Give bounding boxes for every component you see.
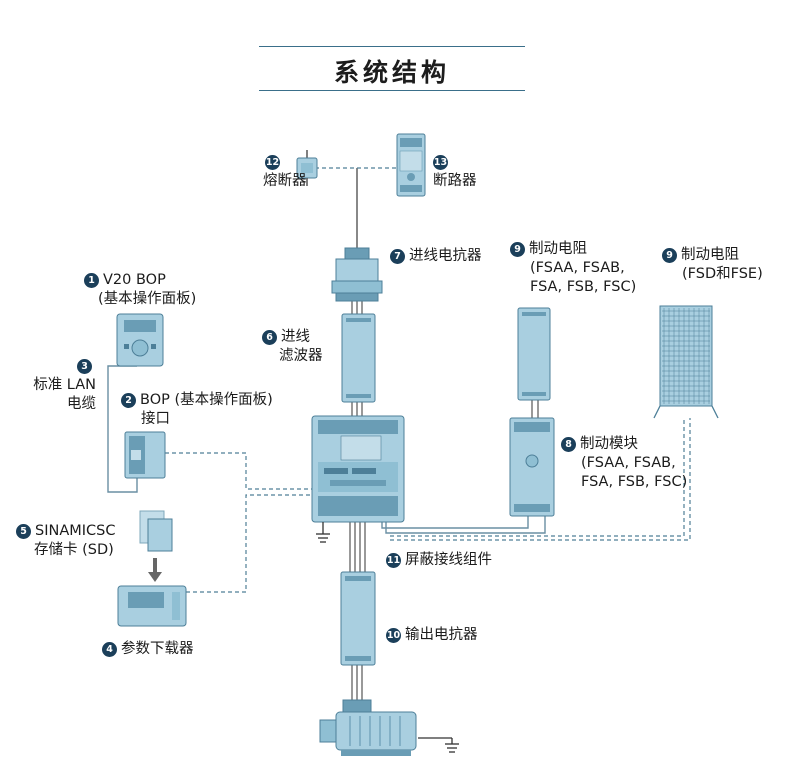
label-5-sd-card: 5 SINAMICSC 存储卡 (SD): [16, 522, 116, 560]
label-11-text: 屏蔽接线组件: [405, 552, 492, 568]
loader-dashed-link: [186, 494, 312, 593]
badge-12: 12: [265, 155, 280, 170]
circuit-breaker-icon: [396, 133, 426, 197]
badge-2: 2: [121, 393, 136, 408]
motor-icon: [319, 699, 417, 756]
connection-wires: [107, 167, 691, 702]
badge-13: 13: [433, 155, 448, 170]
label-9b-braking-resistor: 9 制动电阻 (FSD和FSE): [662, 246, 763, 284]
label-1-v20-bop: 1 V20 BOP (基本操作面板): [84, 271, 196, 309]
line-filter-icon: [341, 313, 376, 403]
label-12-fuse: 12 熔断器: [263, 153, 307, 191]
label-6-line1: 进线: [281, 329, 310, 345]
grid-resistor-dashed-link: [390, 418, 685, 537]
label-8-line3: FSA, FSB, FSC): [581, 474, 688, 490]
title-block: 系统结构: [259, 46, 525, 91]
bop-interface-icon: [124, 431, 166, 479]
braking-resistor-grid-icon: [653, 305, 719, 419]
power-cable-in: [351, 300, 363, 416]
label-6-line-filter: 6 进线 滤波器: [262, 328, 323, 366]
lan-cable: [107, 365, 138, 493]
label-3-line1: 标准 LAN: [33, 377, 96, 393]
badge-1: 1: [84, 273, 99, 288]
label-2-line2: 接口: [141, 411, 170, 427]
badge-3: 3: [77, 359, 92, 374]
badge-8: 8: [561, 437, 576, 452]
badge-5: 5: [16, 524, 31, 539]
sd-card-icon: [139, 510, 173, 552]
inverter-icon: [311, 415, 405, 523]
label-9b-line2: (FSD和FSE): [682, 266, 763, 282]
label-12-text: 熔断器: [263, 173, 307, 189]
motor-ground-icon: [418, 737, 459, 753]
ground-icon: [316, 522, 330, 543]
badge-11: 11: [386, 553, 401, 568]
label-9a-line2: (FSAA, FSAB,: [530, 260, 625, 276]
page-title: 系统结构: [333, 58, 450, 87]
badge-6: 6: [262, 330, 277, 345]
label-13-text: 断路器: [433, 173, 477, 189]
label-6-line2: 滤波器: [279, 348, 323, 364]
label-9b-line1: 制动电阻: [681, 247, 739, 263]
label-13-breaker: 13 断路器: [433, 153, 477, 191]
parameter-loader-icon: [117, 585, 187, 627]
badge-4: 4: [102, 642, 117, 657]
label-8-braking-module: 8 制动模块 (FSAA, FSAB, FSA, FSB, FSC): [561, 435, 687, 492]
label-7-line-reactor: 7 进线电抗器: [390, 247, 482, 266]
label-2-line1: BOP (基本操作面板): [140, 392, 273, 408]
label-10-output-reactor: 10 输出电抗器: [386, 626, 478, 645]
label-1-line2: (基本操作面板): [98, 291, 197, 307]
badge-7: 7: [390, 249, 405, 264]
line-reactor-icon: [331, 247, 383, 302]
label-9a-braking-resistor: 9 制动电阻 (FSAA, FSAB, FSA, FSB, FSC): [510, 240, 636, 297]
label-1-line1: V20 BOP: [103, 272, 166, 288]
module-to-inverter-wire: [381, 516, 529, 529]
label-3-line2: 电缆: [67, 396, 96, 412]
label-7-text: 进线电抗器: [409, 248, 482, 264]
badge-9a: 9: [510, 242, 525, 257]
label-4-text: 参数下载器: [121, 641, 194, 657]
fuse-icon: [296, 150, 318, 186]
title-rule-top: [259, 46, 525, 47]
label-8-line1: 制动模块: [580, 436, 638, 452]
label-8-line2: (FSAA, FSAB,: [581, 455, 676, 471]
braking-module-icon: [509, 417, 555, 517]
label-2-bop-interface: 2 BOP (基本操作面板) 接口: [121, 391, 273, 429]
title-rule-bottom: [259, 90, 525, 91]
label-10-text: 输出电抗器: [405, 627, 478, 643]
label-4-parameter-loader: 4 参数下载器: [102, 640, 194, 659]
label-9a-line1: 制动电阻: [529, 241, 587, 257]
badge-10: 10: [386, 628, 401, 643]
label-11-shield-kit: 11 屏蔽接线组件: [386, 551, 492, 570]
label-5-line2: 存储卡 (SD): [34, 542, 114, 558]
label-9a-line3: FSA, FSB, FSC): [530, 279, 637, 295]
bop-panel-icon: [116, 313, 164, 367]
output-reactor-icon: [340, 571, 376, 666]
badge-9b: 9: [662, 248, 677, 263]
bop-dashed-link: [165, 452, 312, 490]
label-3-lan-cable: 3 标准 LAN 电缆: [24, 357, 96, 414]
shield-connection-cable: [349, 522, 366, 702]
arrow-down-icon: [148, 558, 162, 582]
braking-resistor-icon: [517, 307, 551, 401]
label-5-line1: SINAMICSC: [35, 523, 116, 539]
